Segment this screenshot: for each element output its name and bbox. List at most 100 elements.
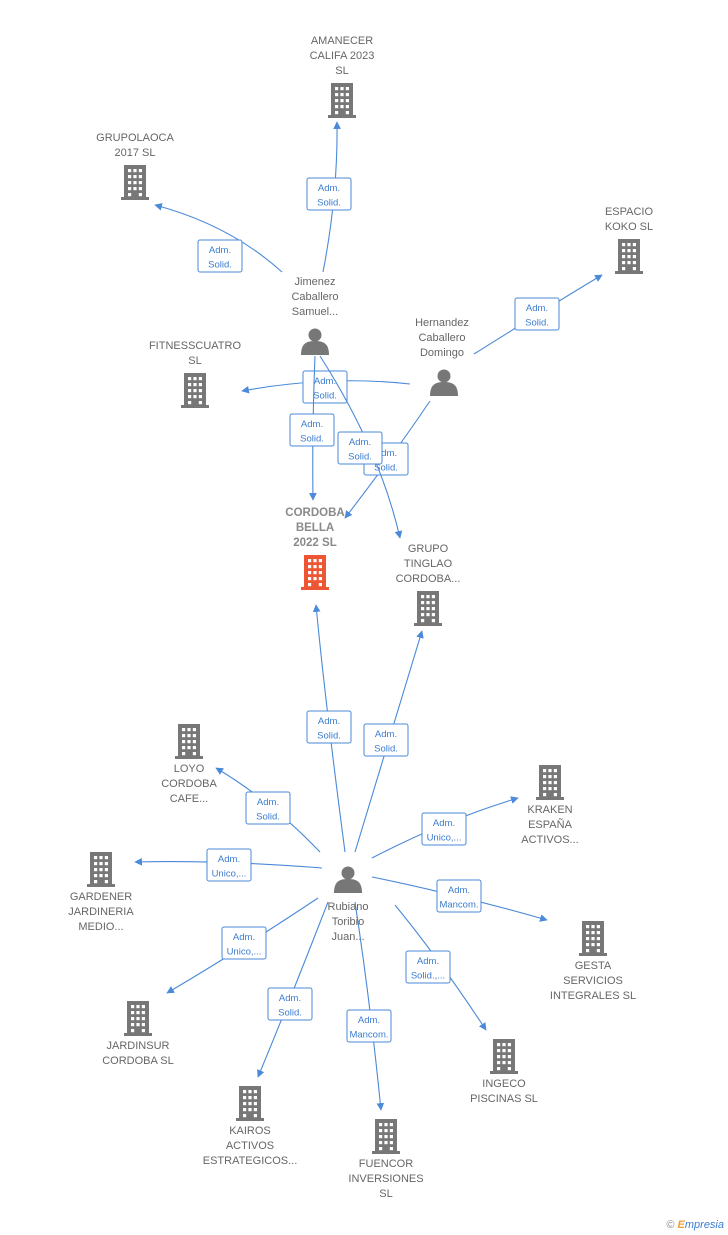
role-text: Adm. bbox=[417, 956, 439, 967]
brand-name: mpresia bbox=[684, 1219, 724, 1231]
role-badge[interactable] bbox=[421, 812, 467, 846]
edge-line bbox=[154, 203, 283, 273]
role-badge[interactable] bbox=[306, 710, 352, 744]
company-node-gardener[interactable]: GARDENERJARDINERIAMEDIO... bbox=[68, 852, 134, 933]
role-text: Mancom. bbox=[439, 900, 478, 911]
node-label: ESTRATEGICOS... bbox=[203, 1155, 298, 1167]
node-label: TINGLAO bbox=[404, 558, 453, 570]
node-label: SL bbox=[188, 355, 201, 367]
role-badge[interactable] bbox=[267, 987, 313, 1021]
node-label: MEDIO... bbox=[78, 921, 123, 933]
building-icon bbox=[490, 1039, 518, 1074]
company-node-loyo[interactable]: LOYOCORDOBACAFE... bbox=[161, 724, 217, 805]
building-icon bbox=[301, 555, 329, 590]
company-node-kraken[interactable]: KRAKENESPAÑAACTIVOS... bbox=[521, 765, 579, 846]
node-label: INTEGRALES SL bbox=[550, 990, 636, 1002]
role-text: Solid. bbox=[256, 812, 280, 823]
building-icon bbox=[414, 591, 442, 626]
role-text: Solid. bbox=[317, 198, 341, 209]
node-label: SL bbox=[379, 1188, 392, 1200]
node-label: CORDOBA... bbox=[396, 573, 461, 585]
building-icon bbox=[181, 373, 209, 408]
edge-rubiano-gesta: Adm. Mancom. bbox=[371, 876, 548, 922]
role-text: Adm. bbox=[358, 1015, 380, 1026]
person-icon bbox=[301, 328, 329, 355]
node-label: KRAKEN bbox=[527, 804, 572, 816]
building-icon bbox=[615, 239, 643, 274]
node-label: CALIFA 2023 bbox=[310, 50, 375, 62]
person-node-jimenez[interactable]: JimenezCaballeroSamuel... bbox=[291, 276, 339, 355]
node-label: Rubiano bbox=[328, 901, 369, 913]
role-text: Adm. bbox=[375, 448, 397, 459]
node-label: SERVICIOS bbox=[563, 975, 623, 987]
role-text: Adm. bbox=[279, 993, 301, 1004]
node-label: CAFE... bbox=[170, 793, 209, 805]
role-badge[interactable] bbox=[514, 297, 560, 331]
role-badge[interactable] bbox=[289, 413, 335, 447]
building-icon bbox=[124, 1001, 152, 1036]
role-badge[interactable] bbox=[436, 879, 482, 913]
node-label: KAIROS bbox=[229, 1125, 271, 1137]
role-badge[interactable] bbox=[197, 239, 243, 273]
role-badge[interactable] bbox=[206, 848, 252, 882]
edge-rubiano-jardinsur: Adm.Unico,... bbox=[166, 897, 319, 994]
role-text: Solid. bbox=[374, 463, 398, 474]
role-badge[interactable] bbox=[363, 723, 409, 757]
node-label: ESPACIO bbox=[605, 206, 654, 218]
node-label: ACTIVOS bbox=[226, 1140, 274, 1152]
role-text: Solid. bbox=[300, 434, 324, 445]
company-node-fitness[interactable]: FITNESSCUATRO SL bbox=[149, 340, 242, 408]
node-label: FITNESSCUATRO bbox=[149, 340, 242, 352]
person-icon bbox=[334, 866, 362, 893]
copyright-icon: © bbox=[666, 1219, 675, 1231]
node-label: Toribio bbox=[332, 916, 364, 928]
edge-jimenez-cordoba: Adm. Solid. bbox=[289, 355, 335, 501]
company-node-fuencor[interactable]: FUENCOR INVERSIONES SL bbox=[348, 1119, 424, 1200]
building-icon bbox=[121, 165, 149, 200]
role-badge[interactable] bbox=[221, 926, 267, 960]
node-label: Hernandez bbox=[415, 317, 469, 329]
role-text: Adm. bbox=[301, 419, 323, 430]
role-text: Adm. bbox=[318, 716, 340, 727]
node-label: INGECO bbox=[482, 1078, 526, 1090]
node-label: INVERSIONES bbox=[348, 1173, 423, 1185]
role-text: Adm. bbox=[448, 885, 470, 896]
role-badge[interactable] bbox=[337, 431, 383, 465]
role-text: Adm. bbox=[318, 183, 340, 194]
role-text: Solid. bbox=[317, 731, 341, 742]
role-text: Adm. bbox=[349, 437, 371, 448]
company-node-kairos[interactable]: KAIROS ACTIVOS ESTRATEGICOS... bbox=[203, 1086, 298, 1167]
node-label: 2022 SL bbox=[293, 537, 336, 549]
edge-rubiano-grupotinglao: Adm.Solid. bbox=[354, 630, 424, 853]
node-label: FUENCOR bbox=[359, 1158, 413, 1170]
role-text: Mancom. bbox=[349, 1030, 388, 1041]
edge-rubiano-ingeco: Adm.Solid.,... bbox=[394, 904, 487, 1031]
company-node-grupotinglao[interactable]: GRUPOTINGLAOCORDOBA... bbox=[396, 543, 461, 626]
node-label: ESPAÑA bbox=[528, 818, 572, 831]
role-badge[interactable] bbox=[346, 1009, 392, 1043]
role-text: Solid. bbox=[313, 391, 337, 402]
node-label: LOYO bbox=[174, 763, 205, 775]
role-badge[interactable] bbox=[245, 791, 291, 825]
edge-rubiano-kairos: Adm.Solid. bbox=[257, 901, 329, 1078]
node-label: AMANECER bbox=[311, 35, 373, 47]
node-label: CORDOBA SL bbox=[102, 1055, 174, 1067]
building-icon bbox=[536, 765, 564, 800]
node-label: JARDINSUR bbox=[107, 1040, 170, 1052]
footer-brand: © Empresia bbox=[666, 1219, 724, 1231]
edge-jimenez-amanecer: Adm. Solid. bbox=[306, 121, 352, 273]
edge-rubiano-cordoba: Adm. Solid. bbox=[306, 604, 352, 853]
edge-jimenez-grupolaoca: Adm.Solid. bbox=[154, 203, 283, 273]
role-badge[interactable] bbox=[306, 177, 352, 211]
company-node-jardinsur[interactable]: JARDINSUR CORDOBA SL bbox=[102, 1001, 174, 1067]
role-text: Unico,... bbox=[227, 947, 262, 958]
role-badge[interactable] bbox=[405, 950, 451, 984]
person-node-rubiano[interactable]: RubianoToribioJuan... bbox=[328, 866, 369, 944]
